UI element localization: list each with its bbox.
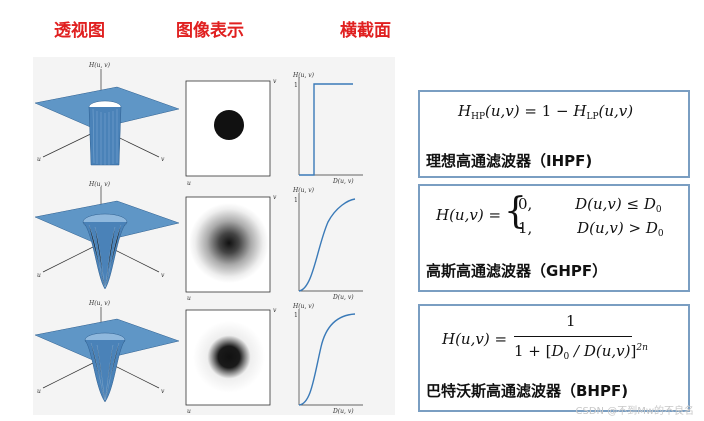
gaussian-case2-cond: D(u,v) > D [577,219,658,237]
ideal-image-u-label: u [187,180,191,187]
ideal-cs-D-label: D(u, v) [332,178,354,185]
butterworth-image-u-label: u [187,408,191,415]
ideal-hpf-perspective [34,69,180,166]
gaussian-case2-val: 1, [518,219,533,237]
butterworth-exponent: 2n [636,343,648,353]
figure-panel: H(u, v) u v u v H(u, v) 1 D(u, v) H(u, v… [33,57,395,415]
ideal-cs-tick-1: 1 [294,82,298,89]
ideal-rhs-args: (u,v) [598,102,634,120]
gaussian-cs-H-label: H(u, v) [292,187,315,194]
butterworth-dark-blob [193,321,265,393]
gaussian-cs-D-label: D(u, v) [332,294,354,301]
gaussian-case2-sub: 0 [657,229,664,239]
ideal-dark-disk [214,110,244,140]
watermark: CSDN @不到Mw的不良名 [575,406,695,417]
figure-svg: H(u, v) u v u v H(u, v) 1 D(u, v) H(u, v… [34,62,363,415]
gaussian-image-u-label: u [187,295,191,302]
butterworth-denom-mid: / D(u,v) [569,342,631,360]
gaussian-formula-card: H(u,v) = { 0, D(u,v) ≤ D0 1, D(u,v) > D0… [418,184,690,292]
gaussian-image-v-label: v [273,194,277,201]
ideal-H-axis-label: H(u, v) [88,62,111,69]
gaussian-case-1: 0, D(u,v) ≤ D0 [518,195,662,215]
butterworth-lhs: H(u,v) = [442,330,508,348]
gaussian-lhs: H(u,v) = [436,206,502,224]
ideal-u-axis-label: u [37,156,41,163]
gaussian-title: 高斯高通滤波器（GHPF） [426,262,608,280]
header-perspective: 透视图 [54,21,105,41]
ideal-cross-section-curve [299,83,353,176]
gaussian-hpf-perspective [34,187,180,290]
ideal-rhs: H [573,102,587,120]
ideal-title: 理想高通滤波器（IHPF) [426,152,593,170]
butterworth-u-axis-label: u [37,388,41,395]
gaussian-cross-section-curve [298,198,356,292]
butterworth-denominator: 1 + [D0 / D(u,v)]2n [514,342,648,362]
butterworth-denom-D0: D [551,342,564,360]
butterworth-numerator: 1 [566,312,576,330]
butterworth-title: 巴特沃斯高通滤波器（BHPF) [426,382,629,400]
butterworth-image-v-label: v [273,307,277,314]
gaussian-cs-tick-1: 1 [294,197,298,204]
butterworth-formula-card: H(u,v) = 1 1 + [D0 / D(u,v)]2n 巴特沃斯高通滤波器… [418,304,690,412]
ideal-image-v-label: v [273,78,277,85]
gaussian-case1-cond: D(u,v) ≤ D [575,195,656,213]
ideal-cs-H-label: H(u, v) [292,72,315,79]
header-image-representation: 图像表示 [176,21,244,41]
ideal-lhs: H [458,102,472,120]
gaussian-brace: { [504,191,527,232]
ideal-v-axis-label: v [161,156,165,163]
gaussian-case1-val: 0, [518,195,533,213]
ideal-formula-card: HHP(u,v) = 1 − HLP(u,v) 理想高通滤波器（IHPF) [418,90,690,178]
butterworth-v-axis-label: v [161,388,165,395]
gaussian-case1-sub: 0 [655,205,662,215]
ideal-rhs-sub: LP [586,112,599,122]
ideal-args: (u,v) [485,102,520,120]
butterworth-cs-D-label: D(u, v) [332,408,354,415]
butterworth-cs-H-label: H(u, v) [292,303,315,310]
butterworth-denom-prefix: 1 + [514,342,546,360]
butterworth-hpf-perspective [34,307,180,403]
gaussian-v-axis-label: v [161,272,165,279]
butterworth-denom-sub: 0 [563,352,570,362]
butterworth-cs-tick-1: 1 [294,312,298,319]
gaussian-dark-blob [189,203,269,283]
gaussian-u-axis-label: u [37,272,41,279]
ideal-eq: = 1 − [524,102,574,120]
gaussian-case-2: 1, D(u,v) > D0 [518,219,664,239]
ideal-lhs-sub: HP [471,112,485,122]
butterworth-H-axis-label: H(u, v) [88,300,111,307]
header-cross-section: 横截面 [340,21,391,41]
ideal-formula: HHP(u,v) = 1 − HLP(u,v) [458,102,633,122]
butterworth-cross-section-curve [298,313,356,406]
butterworth-fraction-bar [514,336,632,337]
gaussian-H-axis-label: H(u, v) [88,181,111,188]
